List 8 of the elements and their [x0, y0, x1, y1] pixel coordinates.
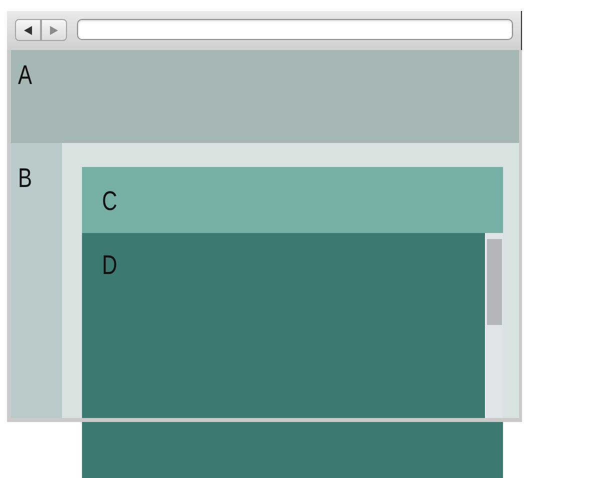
panel-label: D	[102, 252, 118, 279]
sidebar-panel	[11, 143, 62, 418]
panel-label: A	[18, 62, 32, 89]
panel-label: B	[18, 165, 32, 192]
content-panel	[82, 233, 503, 478]
title-panel	[82, 167, 503, 233]
header-panel	[11, 50, 519, 143]
panel-label: C	[102, 188, 118, 215]
